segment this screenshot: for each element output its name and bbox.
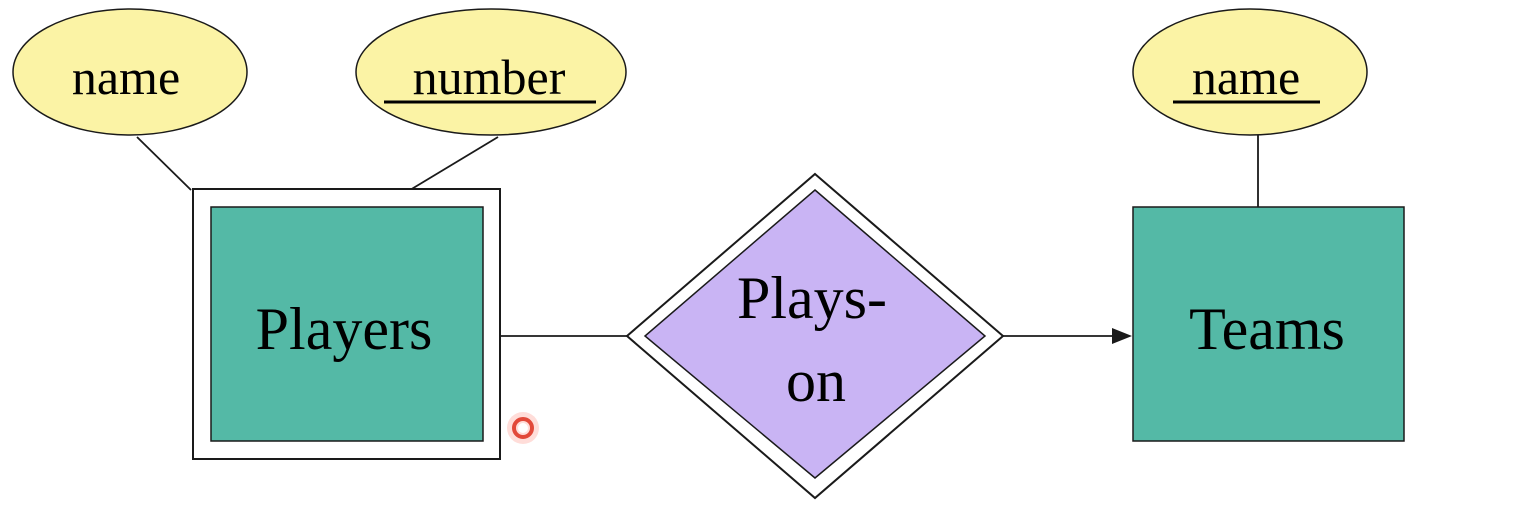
players-name-connector	[136, 136, 192, 191]
attribute-player-name-label: name	[72, 49, 180, 105]
relationship-label-line2: on	[786, 348, 846, 414]
relationship-plays-on: Plays- on	[625, 172, 1005, 500]
attribute-team-name-label: name	[1192, 49, 1300, 105]
players-number-connector	[409, 136, 499, 191]
entity-players: Players	[192, 188, 501, 460]
attribute-player-number-label: number	[413, 49, 566, 105]
entity-players-label: Players	[256, 296, 433, 362]
entity-teams-label: Teams	[1189, 296, 1345, 362]
arrowhead	[1112, 328, 1132, 344]
attribute-player-name: name	[12, 8, 248, 136]
attribute-player-number: number	[355, 8, 627, 136]
relationship-label-line1: Plays-	[737, 265, 887, 331]
attribute-team-name: name	[1132, 8, 1368, 136]
entity-teams: Teams	[1132, 206, 1405, 442]
cursor-indicator	[507, 412, 539, 444]
